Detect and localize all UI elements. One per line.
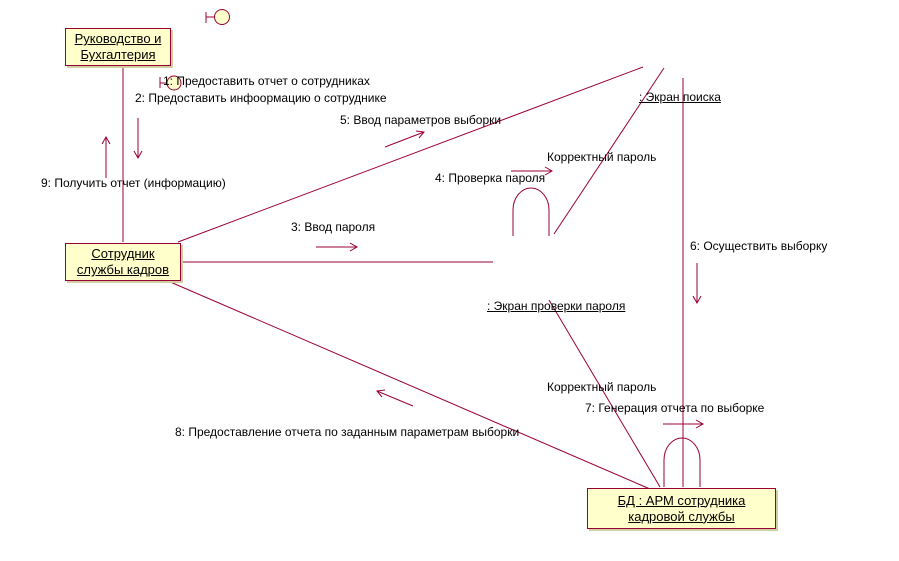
- instance-search-screen[interactable]: : Экран поиска: [639, 90, 721, 104]
- object-management[interactable]: Руководство и Бухгалтерия: [65, 28, 171, 66]
- arrow-msg-7: [663, 419, 705, 429]
- link-employee-search: [177, 66, 644, 243]
- arrow-msg-3: [316, 242, 359, 252]
- instance-password-screen[interactable]: : Экран проверки пароля: [487, 299, 626, 313]
- arrow-msg-8: [376, 389, 414, 407]
- object-hr-employee[interactable]: Сотрудник службы кадров: [65, 243, 181, 281]
- link-employee-db: [167, 280, 651, 490]
- arrow-msg-1-2: [133, 118, 143, 160]
- message-1: 1: Предоставить отчет о сотрудниках: [163, 74, 370, 88]
- link-password-db: [548, 299, 661, 488]
- boundary-icon: [159, 75, 182, 91]
- arrow-msg-6: [692, 263, 702, 305]
- message-2: 2: Предоставить инфоормацию о сотруднике: [135, 91, 387, 105]
- message-3: 3: Ввод пароля: [291, 220, 376, 234]
- message-9: 9: Получить отчет (информацию): [41, 176, 226, 190]
- message-4: 4: Проверка пароля: [435, 171, 546, 185]
- message-6: 6: Осуществить выборку: [690, 239, 828, 253]
- object-db[interactable]: БД : АРМ сотрудника кадровой службы: [587, 488, 776, 529]
- guard-2: Корректный пароль: [547, 380, 657, 394]
- arrow-msg-9: [101, 135, 111, 178]
- message-8: 8: Предоставление отчета по заданным пар…: [175, 425, 520, 439]
- link-password-search: [553, 67, 665, 235]
- arrow-msg-4: [511, 166, 554, 176]
- guard-1: Корректный пароль: [547, 150, 657, 164]
- self-link-db: [663, 437, 701, 487]
- self-link-password: [512, 187, 550, 236]
- message-7: 7: Генерация отчета по выборке: [585, 401, 765, 415]
- boundary-icon: [205, 9, 230, 25]
- arrow-msg-5: [384, 130, 425, 148]
- message-5: 5: Ввод параметров выборки: [340, 113, 502, 127]
